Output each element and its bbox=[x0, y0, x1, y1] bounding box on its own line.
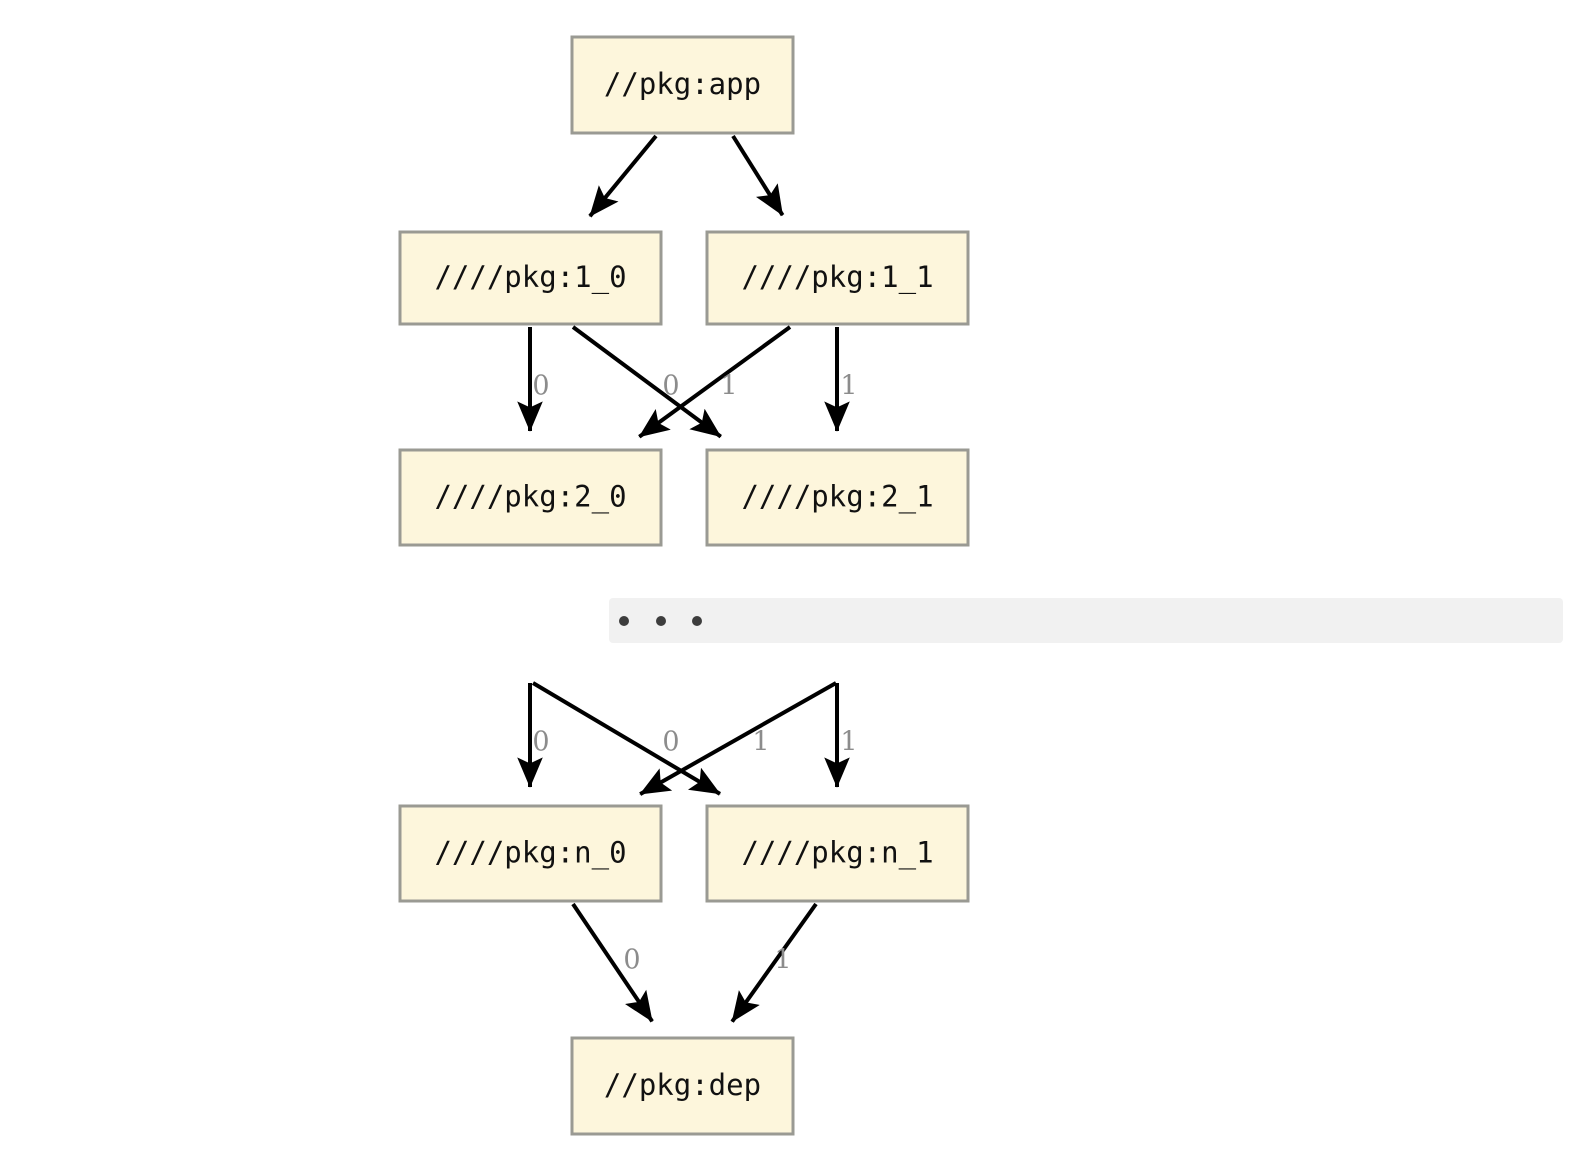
ellipsis-dot-1 bbox=[656, 616, 666, 626]
node-box[interactable] bbox=[570, 35, 795, 135]
graph-node[interactable]: ////pkg:n_1 bbox=[705, 804, 970, 903]
edge-line bbox=[571, 325, 722, 439]
edge-label: 0 bbox=[662, 371, 679, 402]
edge-line bbox=[731, 134, 785, 217]
edge-label: 0 bbox=[623, 945, 640, 976]
graph-node[interactable]: //pkg:app bbox=[570, 35, 795, 135]
graph-edge: 0 bbox=[517, 327, 550, 432]
edge-label: 0 bbox=[532, 727, 549, 758]
graph-edge: 1 bbox=[824, 327, 858, 432]
graph-node[interactable]: ////pkg:2_1 bbox=[705, 448, 970, 547]
graph-node[interactable]: ////pkg:2_0 bbox=[398, 448, 663, 547]
ellipsis-band bbox=[609, 598, 1563, 643]
node-label: ////pkg:n_0 bbox=[434, 836, 626, 871]
edge-line bbox=[571, 902, 654, 1023]
edge-label: 1 bbox=[840, 727, 857, 758]
node-box[interactable] bbox=[398, 230, 663, 326]
edge-line bbox=[639, 681, 837, 796]
edge-label: 1 bbox=[720, 371, 737, 402]
graph-node[interactable]: ////pkg:1_0 bbox=[398, 230, 663, 326]
graph-edge: 0 bbox=[517, 683, 550, 788]
node-box[interactable] bbox=[705, 448, 970, 547]
edge-line bbox=[531, 681, 721, 796]
node-label: ////pkg:2_0 bbox=[434, 480, 626, 515]
node-label: //pkg:dep bbox=[604, 1068, 761, 1102]
nodes-layer: //pkg:app ////pkg:1_0 ////pkg:1_1 ////pkg:2… bbox=[398, 35, 970, 1136]
graph-edge bbox=[731, 134, 785, 217]
graph-node[interactable]: ////pkg:n_0 bbox=[398, 804, 663, 903]
graph-edge bbox=[588, 134, 658, 218]
node-box[interactable] bbox=[705, 804, 970, 903]
ellipsis-separator bbox=[609, 598, 1563, 643]
node-box[interactable] bbox=[398, 448, 663, 547]
edge-line bbox=[588, 134, 658, 218]
edge-label: 1 bbox=[752, 727, 769, 758]
node-label: ////pkg:1_1 bbox=[741, 260, 933, 295]
edge-label: 0 bbox=[662, 727, 679, 758]
edge-label: 0 bbox=[532, 371, 549, 402]
node-box[interactable] bbox=[398, 804, 663, 903]
node-label: ////pkg:n_1 bbox=[741, 836, 933, 871]
node-label: ////pkg:1_0 bbox=[434, 260, 626, 295]
edge-line bbox=[638, 325, 792, 439]
node-label: ////pkg:2_1 bbox=[741, 480, 933, 515]
edge-line bbox=[730, 902, 818, 1023]
graph-edge: 1 bbox=[824, 683, 858, 788]
ellipsis-dot-0 bbox=[619, 616, 629, 626]
graph-edge: 0 bbox=[571, 902, 654, 1023]
edge-label: 1 bbox=[840, 371, 857, 402]
graph-node[interactable]: ////pkg:1_1 bbox=[705, 230, 970, 326]
node-label: //pkg:app bbox=[604, 67, 761, 101]
graph-node[interactable]: //pkg:dep bbox=[570, 1036, 795, 1136]
graph-edge: 1 bbox=[638, 325, 792, 439]
graph-edge: 1 bbox=[730, 902, 818, 1023]
graph-edge: 0 bbox=[531, 681, 721, 796]
node-box[interactable] bbox=[570, 1036, 795, 1136]
edges-layer: 0 0 1 1 0 0 1 1 0 1 bbox=[517, 134, 858, 1023]
ellipsis-dot-2 bbox=[692, 616, 702, 626]
graph-edge: 1 bbox=[639, 681, 837, 796]
graph-edge: 0 bbox=[571, 325, 722, 439]
node-box[interactable] bbox=[705, 230, 970, 326]
edge-label: 1 bbox=[774, 945, 791, 976]
